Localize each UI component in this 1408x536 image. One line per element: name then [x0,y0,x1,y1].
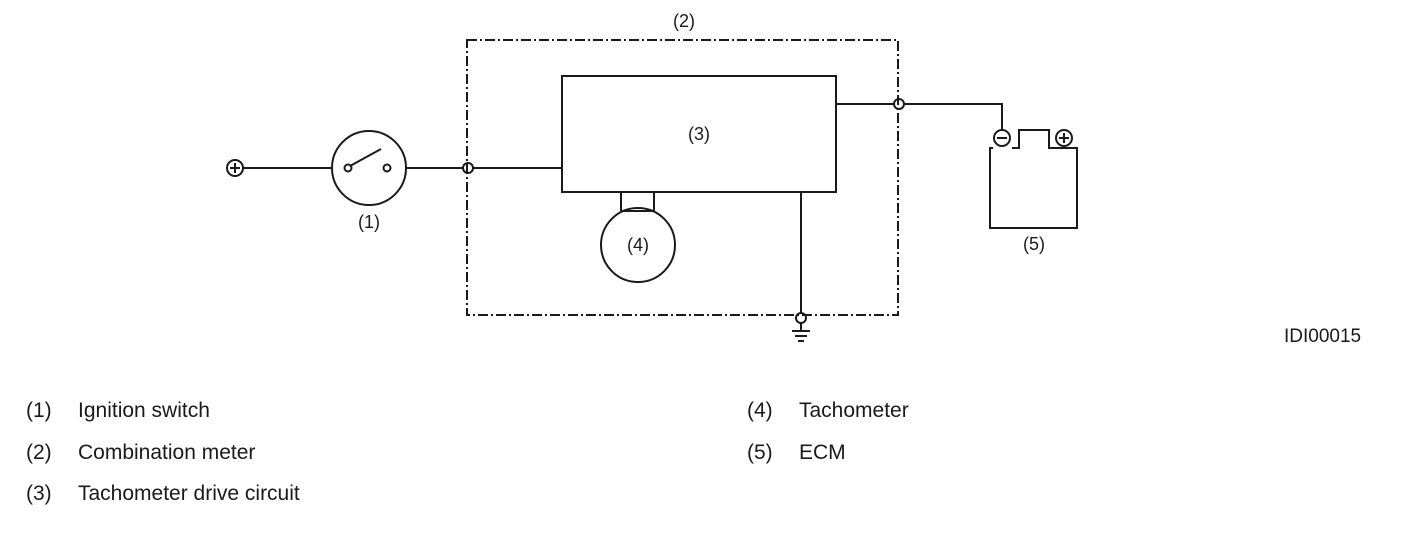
circuit-diagram: (2) (1) (3) (4) [226,11,1078,342]
figure-id: IDI00015 [1284,326,1362,347]
ignition-switch-label: (1) [358,212,380,232]
legend-number: (1) [26,399,52,422]
legend-number: (3) [26,482,52,505]
ecm-negative-terminal-icon [993,129,1011,147]
legend-item-5: (5) ECM [747,441,846,465]
ecm-signal-wire [904,103,1003,130]
drive-circuit-box [561,75,837,193]
positive-terminal-icon [226,159,244,177]
legend-number: (2) [26,441,52,464]
ecm-positive-terminal-icon [1055,129,1073,147]
ecm-body-icon [989,129,1078,229]
legend-number: (5) [747,441,773,464]
ecm-label: (5) [1023,234,1045,254]
legend-item-4: (4) Tachometer [747,399,909,423]
legend-item-1: (1) Ignition switch [26,399,210,423]
legend-item-2: (2) Combination meter [26,441,255,465]
drive-circuit-label: (3) [688,124,710,144]
tachometer-icon [600,207,676,283]
ground-icon [792,323,810,342]
legend-item-3: (3) Tachometer drive circuit [26,482,300,506]
combination-meter-label: (2) [673,11,695,31]
legend-text: Tachometer [799,399,909,422]
legend-text: Combination meter [78,441,256,464]
legend-text: ECM [799,441,846,464]
ground-node [795,312,807,324]
legend-text: Tachometer drive circuit [78,482,300,505]
legend-text: Ignition switch [78,399,210,422]
combination-meter-boundary [466,39,899,316]
legend-number: (4) [747,399,773,422]
ignition-switch-icon [331,130,407,206]
tachometer-label: (4) [627,235,649,255]
